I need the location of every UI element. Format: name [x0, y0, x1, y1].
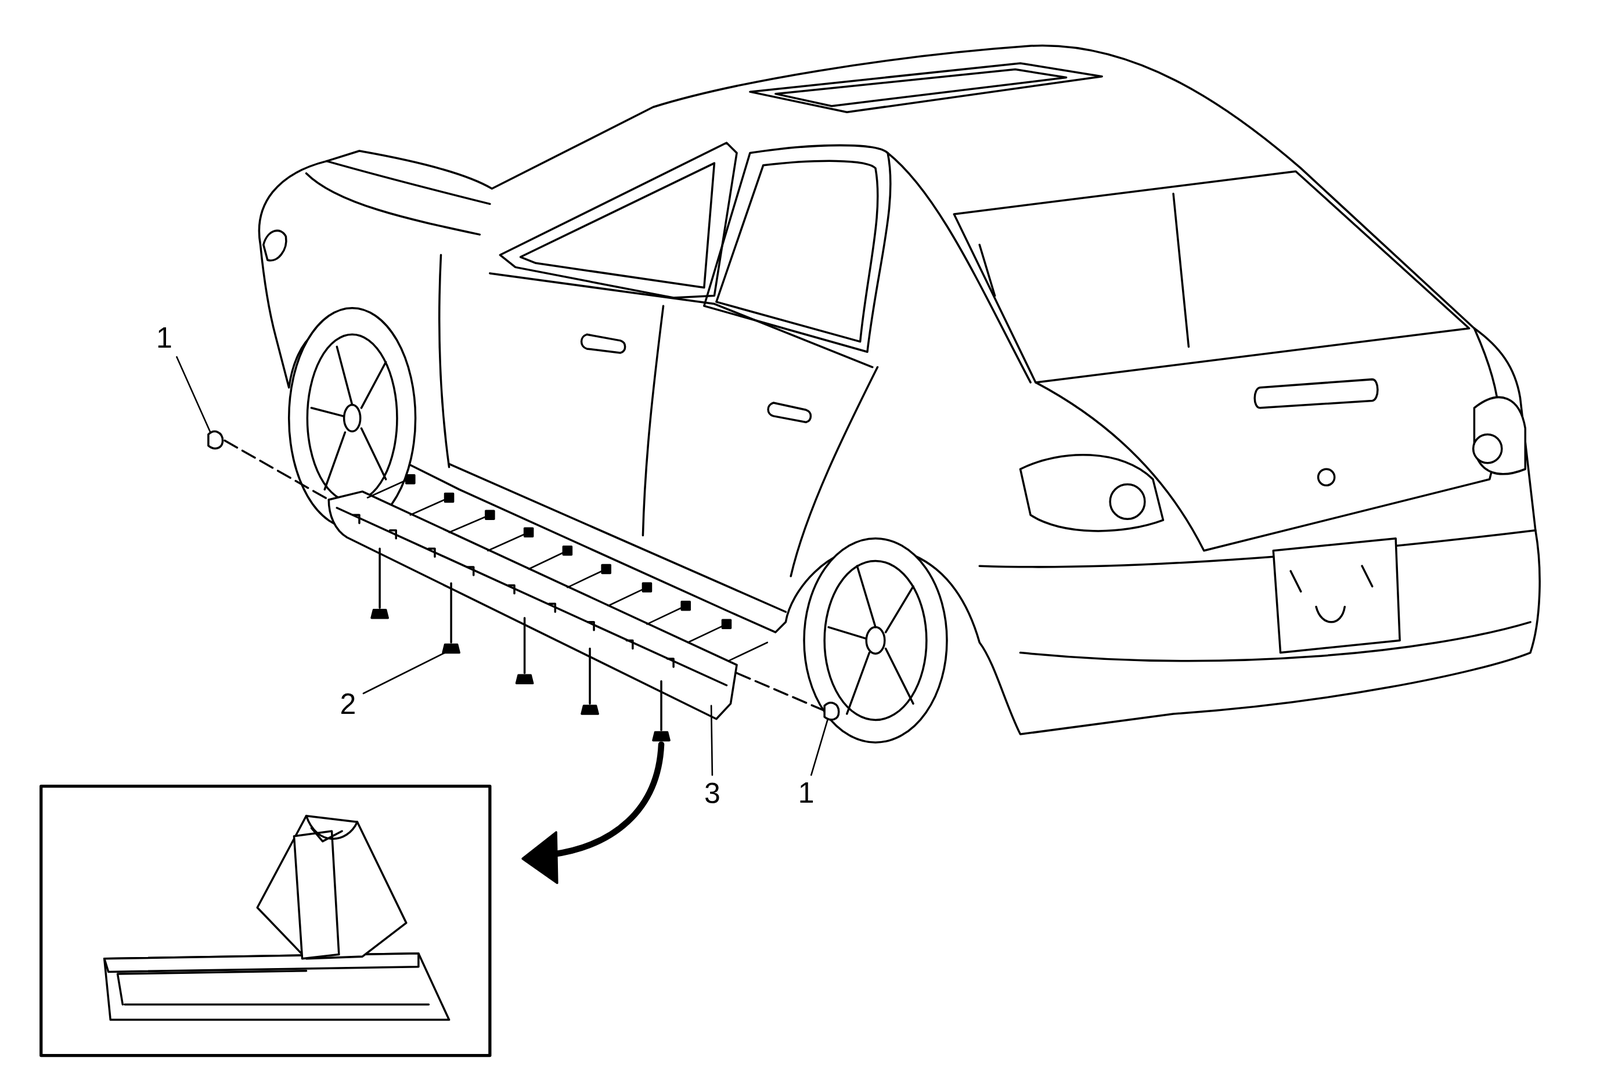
body-clips — [406, 475, 731, 629]
front-window — [499, 142, 737, 298]
tail-light — [1020, 455, 1164, 532]
rocker-molding-edge — [336, 507, 727, 686]
callout-number: 1 — [798, 778, 815, 808]
front-hub — [344, 405, 361, 432]
detail-arrow — [550, 744, 662, 856]
door-handle — [768, 402, 811, 423]
trunk-emblem — [1318, 469, 1335, 486]
car-body — [258, 45, 1540, 735]
rear-hub — [866, 627, 885, 655]
rear-spokes — [828, 566, 914, 715]
rear-glass — [953, 171, 1469, 383]
fastener — [208, 431, 223, 449]
sunroof — [750, 63, 1102, 113]
rear-rim — [824, 560, 927, 720]
detail-inset — [41, 786, 490, 1057]
front-rim — [307, 334, 398, 502]
brake-light — [1254, 379, 1378, 409]
hood-line — [306, 161, 490, 236]
door-handle — [581, 334, 626, 353]
tail-light-lens — [1110, 484, 1145, 520]
detail-arrowhead — [522, 832, 558, 884]
callout-number: 2 — [339, 689, 356, 719]
rocker-molding — [328, 491, 737, 720]
clip-detail — [104, 816, 450, 1021]
retainer-marks — [352, 514, 674, 668]
license-plate — [1273, 538, 1400, 654]
callout-number: 3 — [704, 779, 721, 809]
rear-bumper — [979, 530, 1536, 662]
rear-tire — [804, 538, 947, 743]
fastener — [824, 703, 839, 720]
fastener-line — [736, 673, 823, 711]
fastener-line — [224, 440, 329, 500]
front-window-inner — [520, 163, 715, 288]
rear-glass-detail — [979, 193, 1189, 348]
leader-lines — [176, 357, 828, 776]
rear-window — [704, 145, 891, 352]
front-spokes — [311, 346, 386, 490]
attach-lines — [367, 479, 768, 662]
lower-clip-lines — [379, 548, 662, 731]
plate-detail — [1290, 566, 1373, 623]
lower-clips — [371, 610, 670, 741]
door-seam — [439, 254, 878, 576]
belt-line — [489, 273, 873, 368]
callout-number: 1 — [156, 323, 173, 353]
sunroof-inner — [775, 69, 1067, 106]
headlight — [263, 230, 287, 261]
tail-light-lens — [1473, 434, 1502, 464]
